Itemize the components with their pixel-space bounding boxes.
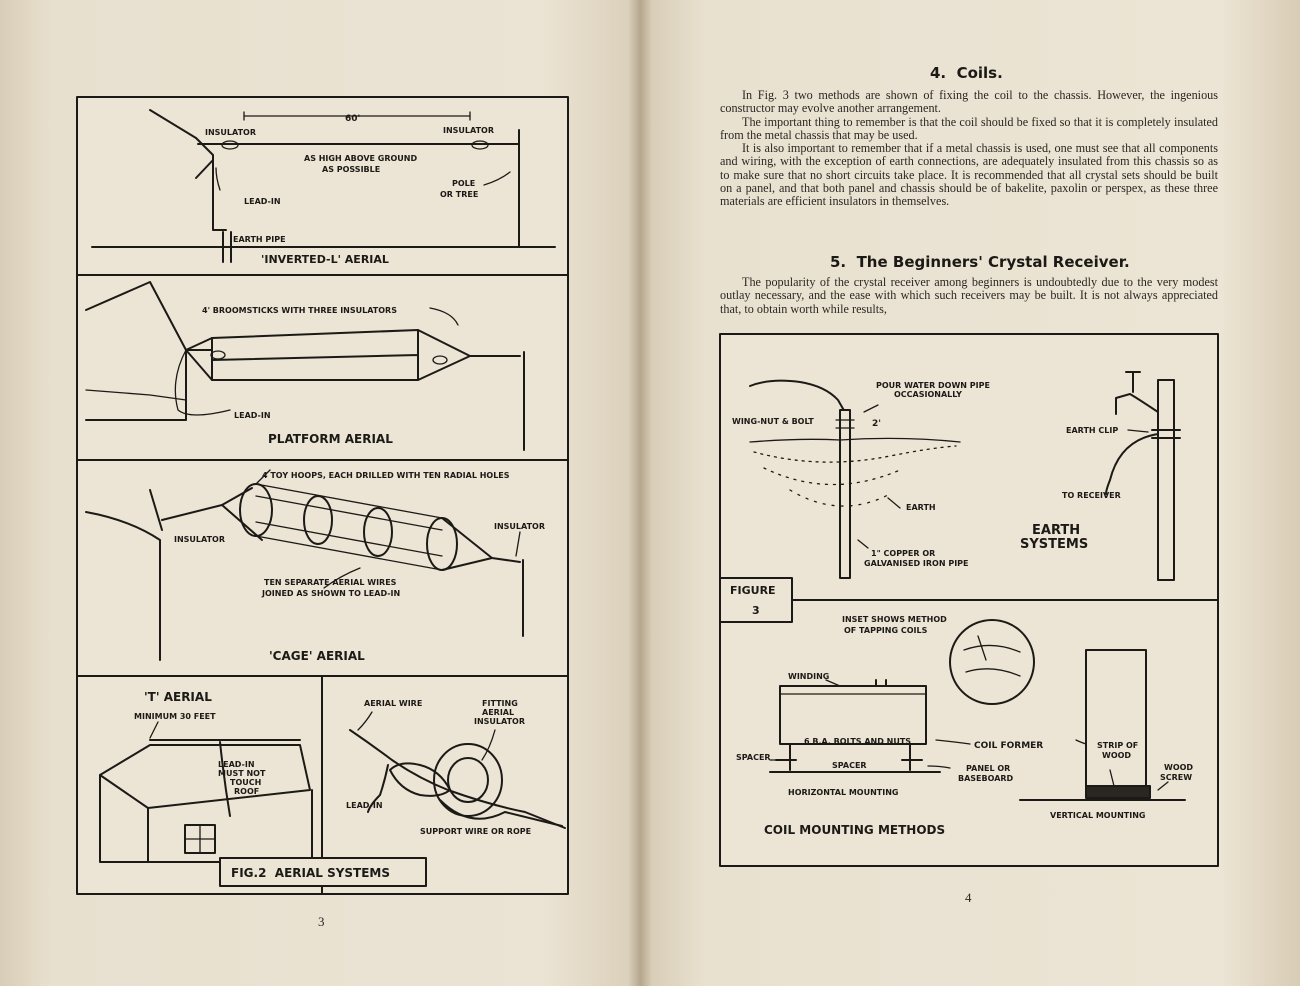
inverted-l-height-note-2: AS POSSIBLE xyxy=(322,165,380,174)
figure-3-label-2: 3 xyxy=(752,604,760,617)
earth-systems-title-1: EARTH xyxy=(1032,523,1080,538)
left-page: 60' INSULATOR INSULATOR AS HIGH ABOVE GR… xyxy=(0,0,640,986)
platform-lead-in: LEAD-IN xyxy=(234,411,271,420)
section-4-paragraph: The important thing to remember is that … xyxy=(720,114,1218,142)
section-4-paragraph: It is also important to remember that if… xyxy=(720,141,1218,209)
fitting-label-2: AERIAL xyxy=(482,708,514,717)
inverted-l-pole-1: POLE xyxy=(452,179,475,188)
section-4-paragraph: In Fig. 3 two methods are shown of fixin… xyxy=(720,88,1218,116)
platform-title: PLATFORM AERIAL xyxy=(268,432,393,446)
earth-pour-2: OCCASIONALLY xyxy=(894,390,962,399)
cage-wires-1: TEN SEPARATE AERIAL WIRES xyxy=(264,578,397,587)
book-gutter xyxy=(628,0,652,986)
coil-title: COIL MOUNTING METHODS xyxy=(764,823,945,837)
earth-wing-nut: WING-NUT & BOLT xyxy=(732,417,814,426)
coil-bolts: 6 B.A. BOLTS AND NUTS xyxy=(804,737,911,746)
coil-vertical: VERTICAL MOUNTING xyxy=(1050,811,1145,820)
t-aerial-panel xyxy=(99,721,313,863)
t-aerial-title: 'T' AERIAL xyxy=(144,690,212,704)
cage-insulator-right: INSULATOR xyxy=(494,522,545,531)
page-number-right: 4 xyxy=(965,890,972,905)
fig2-caption: FIG.2 AERIAL SYSTEMS xyxy=(231,866,390,880)
inverted-l-lead-in: LEAD-IN xyxy=(244,197,281,206)
section-4-body: In Fig. 3 two methods are shown of fixin… xyxy=(720,88,1218,209)
fitting-support: SUPPORT WIRE OR ROPE xyxy=(420,827,531,836)
earth-systems-title-2: SYSTEMS xyxy=(1020,537,1088,552)
section-5-heading: 5. The Beginners' Crystal Receiver. xyxy=(830,253,1130,271)
coil-panel-1: PANEL OR xyxy=(966,764,1010,773)
t-aerial-minimum: MINIMUM 30 FEET xyxy=(134,712,216,721)
coil-mounting-drawing xyxy=(769,619,1186,801)
figure-3-label-box xyxy=(719,577,793,623)
fig2-aerial-systems: 60' INSULATOR INSULATOR AS HIGH ABOVE GR… xyxy=(76,96,569,895)
figure-3-label-1: FIGURE xyxy=(730,584,776,597)
coil-strip-1: STRIP OF xyxy=(1097,741,1138,750)
coil-former: COIL FORMER xyxy=(974,741,1043,751)
coil-horizontal: HORIZONTAL MOUNTING xyxy=(788,788,899,797)
insulator-fitting-panel xyxy=(349,711,566,829)
earth-to-receiver: TO RECEIVER xyxy=(1062,491,1121,500)
inverted-l-height-note-1: AS HIGH ABOVE GROUND xyxy=(304,154,417,163)
coil-spacer-left: SPACER xyxy=(736,753,771,762)
coil-panel-2: BASEBOARD xyxy=(958,774,1014,783)
t-aerial-lead-in-2: MUST NOT xyxy=(218,769,266,778)
fitting-aerial-wire: AERIAL WIRE xyxy=(364,699,422,708)
inverted-l-earth-pipe: EARTH PIPE xyxy=(233,235,286,244)
coil-screw-2: SCREW xyxy=(1160,773,1192,782)
cage-panel xyxy=(85,469,524,661)
inverted-l-panel xyxy=(91,109,556,263)
earth-pipe-1: 1" COPPER OR xyxy=(871,549,935,558)
fig3-frame xyxy=(719,333,1219,867)
fitting-label-3: INSULATOR xyxy=(474,717,525,726)
inverted-l-insulator-right: INSULATOR xyxy=(443,126,494,135)
cage-hoops: 4 TOY HOOPS, EACH DRILLED WITH TEN RADIA… xyxy=(262,471,510,480)
earth-pipe-2: GALVANISED IRON PIPE xyxy=(864,559,969,568)
inverted-l-title: 'INVERTED-L' AERIAL xyxy=(261,253,389,266)
section-5-body: The popularity of the crystal receiver a… xyxy=(720,275,1218,316)
page-number-left: 3 xyxy=(318,914,325,929)
fig2-caption-box xyxy=(219,857,427,887)
coil-inset-2: OF TAPPING COILS xyxy=(844,626,928,635)
coil-spacer-mid: SPACER xyxy=(832,761,867,770)
earth-clip: EARTH CLIP xyxy=(1066,426,1118,435)
fitting-lead-in: LEAD-IN xyxy=(346,801,383,810)
coil-strip-2: WOOD xyxy=(1102,751,1131,760)
earth-pour-1: POUR WATER DOWN PIPE xyxy=(876,381,990,390)
platform-panel xyxy=(85,281,525,451)
cage-wires-2: JOINED AS SHOWN TO LEAD-IN xyxy=(261,589,400,598)
coil-screw-1: WOOD xyxy=(1164,763,1193,772)
earth-systems-drawing xyxy=(749,371,1181,581)
cage-insulator-left: INSULATOR xyxy=(174,535,225,544)
coil-winding: WINDING xyxy=(788,672,829,681)
cage-title: 'CAGE' AERIAL xyxy=(269,649,365,663)
section-4-heading: 4. Coils. xyxy=(930,64,1003,82)
fitting-label-1: FITTING xyxy=(482,699,518,708)
t-aerial-lead-in-3: TOUCH xyxy=(230,778,261,787)
earth-dim: 2' xyxy=(872,419,881,429)
inverted-l-dimension: 60' xyxy=(345,114,360,124)
inverted-l-insulator-left: INSULATOR xyxy=(205,128,256,137)
earth-earth-label: EARTH xyxy=(906,503,936,512)
coil-inset-1: INSET SHOWS METHOD xyxy=(842,615,947,624)
t-aerial-lead-in-4: ROOF xyxy=(234,787,259,796)
inverted-l-pole-2: OR TREE xyxy=(440,190,478,199)
section-5-paragraph: The popularity of the crystal receiver a… xyxy=(720,275,1218,316)
right-page: 4. Coils. In Fig. 3 two methods are show… xyxy=(640,0,1300,986)
t-aerial-lead-in-1: LEAD-IN xyxy=(218,760,255,769)
platform-broomsticks: 4' BROOMSTICKS WITH THREE INSULATORS xyxy=(202,306,397,315)
